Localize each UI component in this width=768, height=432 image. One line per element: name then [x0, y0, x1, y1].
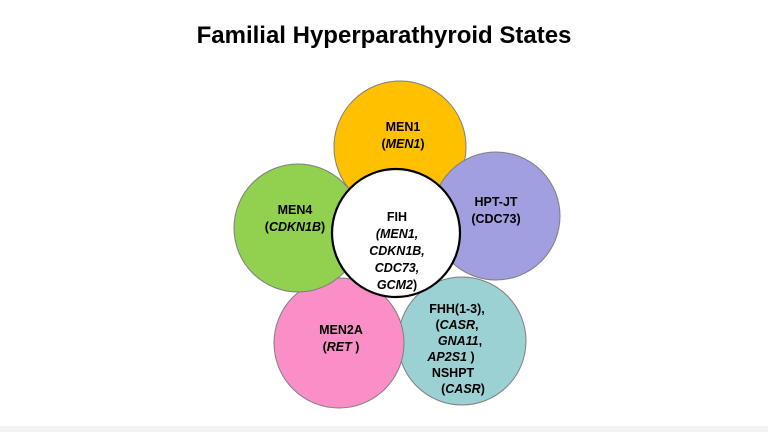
hptjt-label-line: (CDC73): [471, 212, 520, 226]
men1-label-line: MEN1: [386, 120, 421, 134]
bottom-strip: [0, 426, 768, 432]
fhh-label-line: NSHPT: [432, 366, 475, 380]
men1-label-line: (MEN1): [381, 137, 424, 151]
men2a-circle: [273, 277, 405, 409]
hptjt-label-line: HPT-JT: [474, 195, 517, 209]
fih-label-line: GCM2): [377, 278, 417, 292]
men4-label-line: MEN4: [278, 203, 313, 217]
fhh-label-line: (CASR): [441, 382, 485, 396]
fih-circle-fill: [332, 169, 460, 297]
fhh-label-line: GNA11,: [438, 334, 482, 348]
fih-label-line: (MEN1,: [376, 227, 418, 241]
fih-circle: [330, 167, 462, 299]
fhh-label-line: (CASR,: [435, 318, 478, 332]
fih-label-line: CDC73,: [375, 261, 419, 275]
men4-label-line: (CDKN1B): [265, 220, 325, 234]
fhh-label-line: FHH(1-3),: [429, 302, 485, 316]
fhh-label-line: AP2S1 ): [426, 350, 474, 364]
fih-label-line: CDKN1B,: [369, 244, 425, 258]
men2a-label-line: (RET ): [323, 340, 360, 354]
diagram-title: Familial Hyperparathyroid States: [196, 22, 572, 49]
men2a-label-line: MEN2A: [319, 323, 363, 337]
fih-label-line: FIH: [387, 210, 407, 224]
